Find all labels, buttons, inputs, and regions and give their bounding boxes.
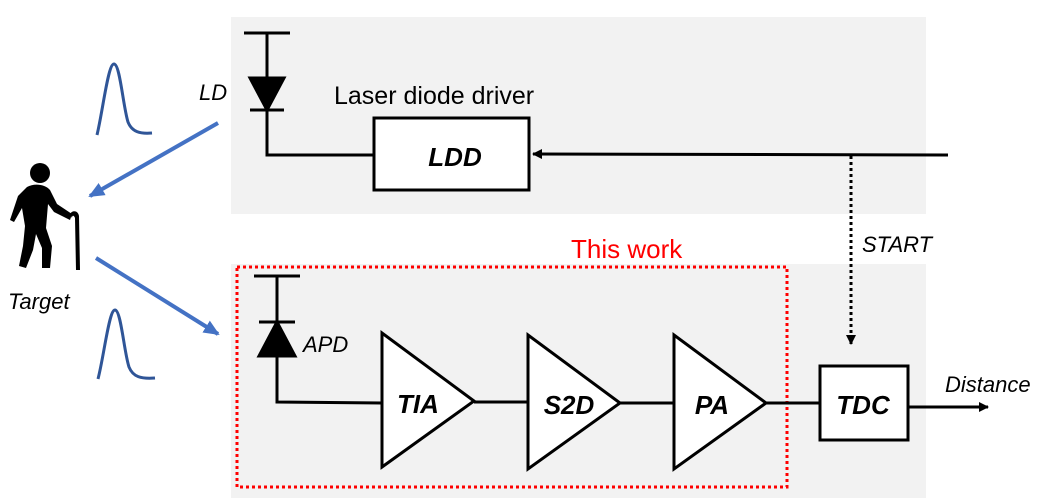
target-label: Target	[8, 289, 70, 314]
distance-label: Distance	[945, 372, 1031, 397]
laser-diode-driver-label: Laser diode driver	[334, 82, 534, 110]
ld-label: LD	[199, 80, 227, 105]
trigger-arrow	[532, 149, 949, 160]
s2d-label: S2D	[544, 390, 595, 420]
reflected-light-arrow	[94, 256, 220, 336]
ldd-block	[372, 116, 531, 192]
pa-amplifier	[672, 332, 769, 472]
apd-symbol	[254, 274, 383, 405]
this-work-label: This work	[571, 234, 683, 264]
emitted-pulse-icon	[95, 62, 153, 136]
start-label: START	[862, 232, 934, 257]
apd-label: APD	[301, 332, 348, 357]
transmitter-panel	[231, 17, 926, 214]
pa-label: PA	[695, 390, 729, 420]
tdc-block	[818, 364, 910, 442]
s2d-amplifier	[526, 332, 623, 472]
laser-diode-symbol	[244, 31, 374, 157]
tia-amplifier	[380, 330, 477, 470]
received-pulse-icon	[96, 308, 156, 380]
this-work-box	[235, 265, 789, 489]
elderly-person-icon	[10, 163, 80, 270]
tia-label: TIA	[397, 389, 439, 419]
ldd-label: LDD	[428, 142, 482, 172]
emitted-light-arrow	[88, 121, 219, 198]
tdc-label: TDC	[836, 390, 891, 420]
